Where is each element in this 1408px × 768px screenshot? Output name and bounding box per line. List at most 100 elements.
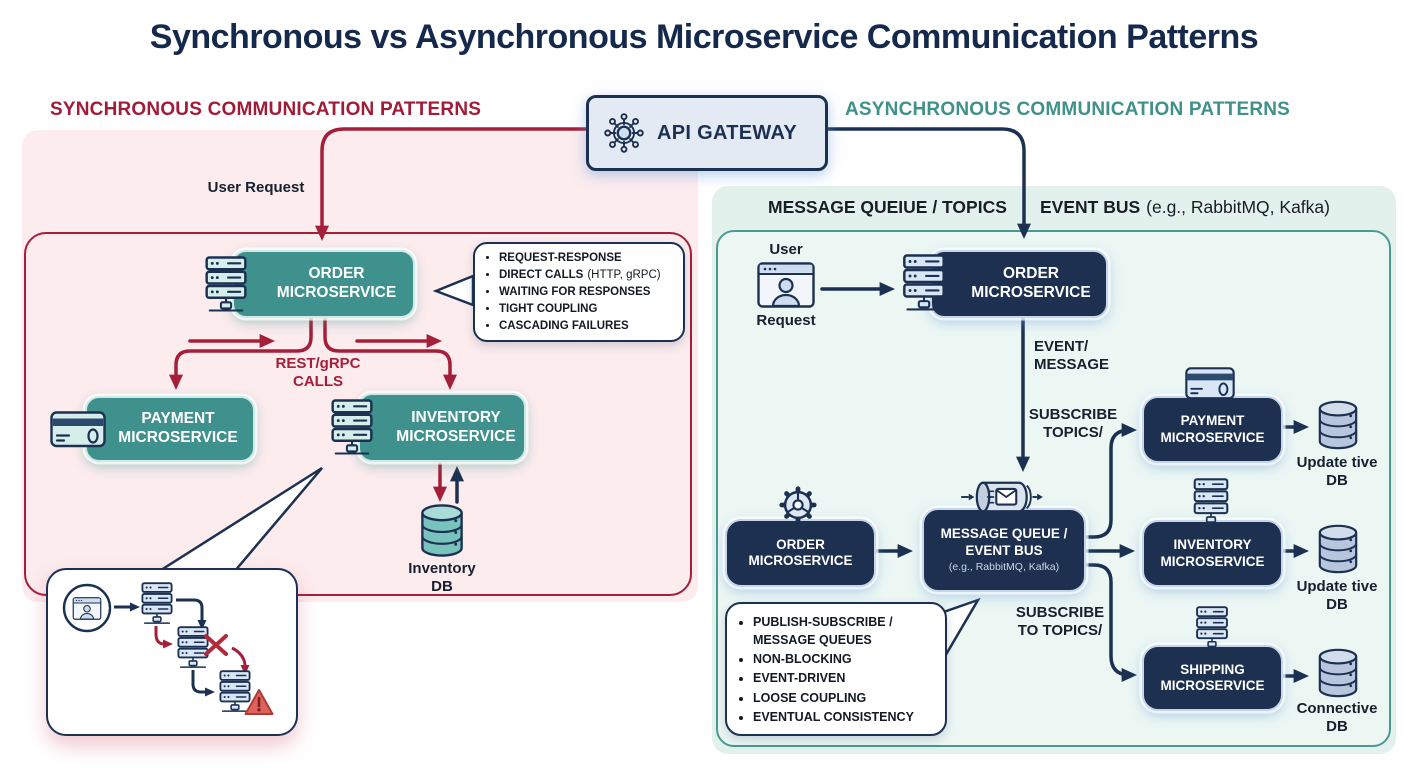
subscribe-topics-line1: SUBSCRIBE	[1028, 406, 1118, 423]
async-callout-list: PUBLISH-SUBSCRIBE / MESSAGE QUEUES NON-B…	[727, 613, 945, 726]
server-icon	[899, 254, 949, 312]
inventory-db-line2: DB	[431, 578, 453, 595]
subscribe-topics-line2: TOPICS/	[1043, 424, 1103, 441]
async-inventory-line1: INVENTORY	[1173, 537, 1252, 553]
subscribe-to-topics-line1: SUBSCRIBE	[1015, 604, 1105, 621]
server-icon	[141, 582, 173, 625]
database-icon	[1318, 648, 1358, 698]
database-icon	[1318, 400, 1358, 450]
message-queue-line1: MESSAGE QUEUE /	[940, 526, 1068, 542]
async-bullet: EVENT-DRIVEN	[753, 669, 939, 687]
server-icon	[1192, 606, 1232, 650]
message-queue-line2: EVENT BUS	[965, 542, 1043, 558]
failure-inset	[46, 568, 298, 736]
sync-bullet: TIGHT COUPLING	[499, 302, 677, 317]
message-queue-note: (e.g., RabbitMQ, Kafka)	[948, 561, 1060, 574]
credit-card-icon	[1185, 364, 1235, 402]
server-icon	[177, 626, 209, 669]
sync-payment-service-box: PAYMENT MICROSERVICE	[85, 396, 255, 462]
api-gateway-label: API GATEWAY	[657, 121, 797, 144]
gear-icon	[777, 484, 819, 526]
server-icon	[201, 256, 251, 313]
sync-callout: REQUEST-RESPONSE DIRECT CALLS(HTTP, gRPC…	[473, 242, 685, 342]
queue-topics-header: MESSAGE QUEIUE / TOPICS	[768, 197, 1007, 218]
payment-db-line1: Update tive	[1296, 454, 1378, 471]
server-icon	[327, 399, 377, 456]
event-bus-header: EVENT BUS(e.g., RabbitMQ, Kafka)	[1040, 197, 1330, 218]
event-message-line2: MESSAGE	[1034, 356, 1110, 373]
inventory2-db-line1: Update tive	[1296, 578, 1378, 595]
async-order-line1: ORDER	[1003, 265, 1059, 283]
sync-inventory-service-box: INVENTORY MICROSERVICE	[358, 393, 526, 462]
rest-grpc-line2: CALLS	[293, 373, 343, 390]
subscribe-to-topics-label: SUBSCRIBE TO TOPICS/	[1008, 604, 1112, 640]
sync-order-line2: MICROSERVICE	[276, 284, 397, 301]
event-bus-header-note: (e.g., RabbitMQ, Kafka)	[1146, 197, 1330, 217]
message-queue-box: MESSAGE QUEUE / EVENT BUS (e.g., RabbitM…	[922, 508, 1086, 592]
payment-db-label: Update tive DB	[1290, 454, 1384, 490]
payment-db-line2: DB	[1326, 472, 1348, 489]
server-icon	[219, 670, 251, 713]
sync-inventory-line2: MICROSERVICE	[396, 427, 516, 445]
sync-payment-line2: MICROSERVICE	[118, 429, 238, 446]
shipping-db-line1: Connective	[1296, 700, 1378, 717]
subscribe-to-topics-line2: TO TOPICS/	[1017, 622, 1103, 639]
page-title: Synchronous vs Asynchronous Microservice…	[149, 18, 1259, 56]
user-request-label: User Request	[207, 179, 305, 196]
database-icon	[420, 504, 464, 557]
failure-inset-graphic	[62, 582, 274, 716]
shipping-db-line2: DB	[1326, 718, 1348, 735]
async-section-header: ASYNCHRONOUS COMMUNICATION PATTERNS	[845, 99, 1291, 120]
message-queue-icon	[960, 478, 1044, 516]
inventory-db-line1: Inventory	[408, 560, 476, 577]
sync-bullet: REQUEST-RESPONSE	[499, 251, 677, 266]
sync-bullet: WAITING FOR RESPONSES	[499, 285, 677, 300]
user-browser-icon	[72, 597, 102, 620]
error-x-icon	[204, 634, 228, 656]
sync-bullet: DIRECT CALLS(HTTP, gRPC)	[499, 268, 677, 283]
rest-grpc-line1: REST/gRPC	[275, 355, 361, 372]
database-icon	[1318, 524, 1358, 574]
event-message-line1: EVENT/	[1034, 338, 1089, 355]
subscribe-topics-label: SUBSCRIBE TOPICS/	[1026, 406, 1120, 442]
async-payment-line2: MICROSERVICE	[1160, 429, 1265, 445]
sync-payment-line1: PAYMENT	[141, 410, 215, 428]
async-order-left-line2: MICROSERVICE	[748, 553, 853, 568]
async-inventory-line2: MICROSERVICE	[1160, 553, 1265, 569]
async-bullet: PUBLISH-SUBSCRIBE / MESSAGE QUEUES	[753, 613, 939, 649]
event-bus-header-bold: EVENT BUS	[1040, 197, 1141, 217]
inventory2-db-line2: DB	[1326, 596, 1348, 613]
hub-network-icon	[601, 110, 647, 156]
sync-bullet: CASCADING FAILURES	[499, 319, 677, 334]
async-payment-service-box: PAYMENT MICROSERVICE	[1142, 396, 1283, 463]
async-order-left-box: ORDER MICROSERVICE	[725, 519, 876, 587]
server-icon	[1189, 478, 1233, 526]
sync-inventory-line1: INVENTORY	[411, 408, 501, 426]
user-browser-icon	[757, 262, 815, 308]
credit-card-icon	[50, 408, 106, 450]
async-bullet: LOOSE COUPLING	[753, 689, 939, 707]
sync-order-line1: ORDER	[308, 265, 365, 283]
async-shipping-line1: SHIPPING	[1180, 661, 1245, 677]
sync-callout-list: REQUEST-RESPONSE DIRECT CALLS(HTTP, gRPC…	[475, 251, 683, 334]
async-inventory-service-box: INVENTORY MICROSERVICE	[1142, 520, 1283, 587]
async-callout: PUBLISH-SUBSCRIBE / MESSAGE QUEUES NON-B…	[725, 602, 947, 736]
sync-section-header: SYNCHRONOUS COMMUNICATION PATTERNS	[50, 99, 482, 120]
async-shipping-service-box: SHIPPING MICROSERVICE	[1142, 645, 1283, 711]
queue-topics-header-text: MESSAGE QUEIUE / TOPICS	[768, 197, 1007, 217]
async-shipping-line2: MICROSERVICE	[1160, 678, 1265, 693]
async-bullet: EVENTUAL CONSISTENCY	[753, 708, 939, 726]
api-gateway-box: API GATEWAY	[586, 95, 828, 171]
sync-order-service-box: ORDER MICROSERVICE	[232, 250, 415, 318]
async-payment-line1: PAYMENT	[1180, 413, 1245, 429]
async-order-service-box: ORDER MICROSERVICE	[930, 250, 1108, 318]
shipping-db-label: Connective DB	[1284, 700, 1390, 736]
async-order-left-line1: ORDER	[776, 536, 825, 552]
async-order-line2: MICROSERVICE	[971, 284, 1091, 301]
event-message-label: EVENT/ MESSAGE	[1034, 338, 1109, 374]
async-request-label: Request	[756, 312, 816, 329]
rest-grpc-label: REST/gRPC CALLS	[258, 355, 378, 391]
async-bullet: NON-BLOCKING	[753, 650, 939, 668]
inventory2-db-label: Update tive DB	[1290, 578, 1384, 614]
